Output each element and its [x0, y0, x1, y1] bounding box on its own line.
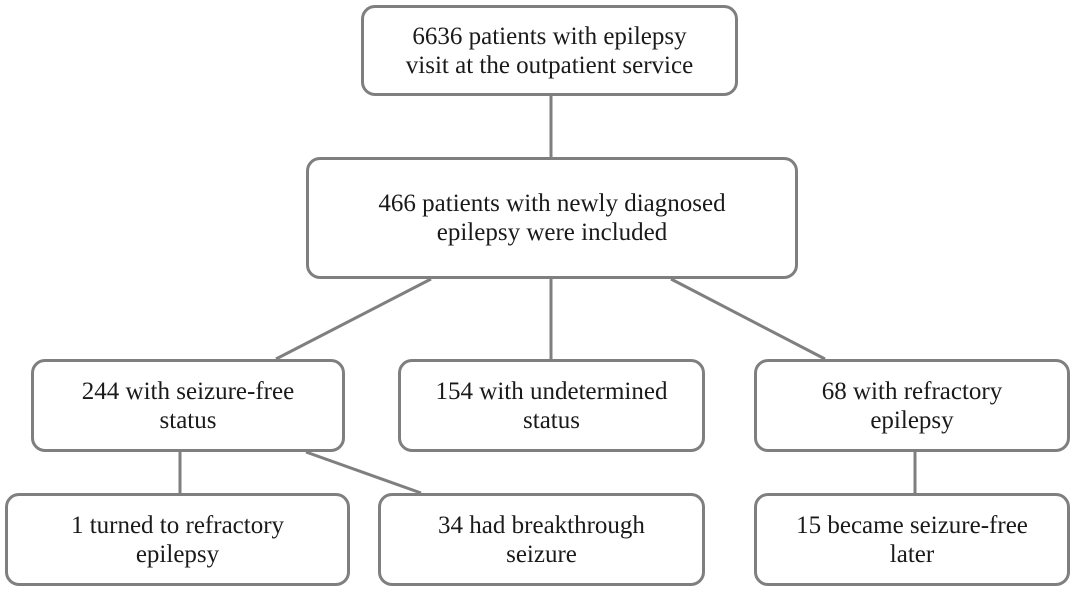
- node-included-patients-line-1: 466 patients with newly diagnosed: [378, 190, 726, 217]
- node-undetermined: 154 with undetermined status: [398, 359, 705, 452]
- node-breakthrough-seizure-line-1: 34 had breakthrough: [438, 511, 645, 539]
- node-turned-refractory: 1 turned to refractory epilepsy: [5, 493, 350, 586]
- connector-included-to-seizure-free: [275, 277, 432, 361]
- node-total-patients: 6636 patients with epilepsy visit at the…: [361, 5, 738, 96]
- node-seizure-free-line-1: 244 with seizure-free: [81, 377, 295, 405]
- node-undetermined-line-2: status: [523, 406, 580, 434]
- node-total-patients-line-2: visit at the outpatient service: [405, 51, 694, 79]
- node-breakthrough-seizure: 34 had breakthrough seizure: [378, 493, 705, 586]
- node-breakthrough-seizure-line-2: seizure: [506, 540, 577, 568]
- node-included-patients: 466 patients with newly diagnosed epilep…: [306, 157, 798, 279]
- node-seizure-free: 244 with seizure-free status: [31, 359, 345, 452]
- connector-seizure-free-to-breakthrough: [305, 450, 422, 495]
- node-became-seizure-free: 15 became seizure-free later: [754, 493, 1070, 586]
- node-refractory-line-1: 68 with refractory: [821, 377, 1003, 405]
- node-undetermined-line-1: 154 with undetermined: [435, 377, 668, 405]
- node-refractory-line-2: epilepsy: [870, 406, 954, 434]
- node-refractory: 68 with refractory epilepsy: [754, 359, 1070, 452]
- node-turned-refractory-line-1: 1 turned to refractory: [70, 511, 285, 539]
- node-turned-refractory-line-2: epilepsy: [135, 540, 220, 568]
- node-became-seizure-free-line-2: later: [889, 540, 935, 568]
- node-included-patients-line-2: epilepsy were included: [436, 219, 668, 246]
- node-seizure-free-line-2: status: [159, 406, 217, 434]
- connector-included-to-refractory: [670, 277, 826, 361]
- node-total-patients-line-1: 6636 patients with epilepsy: [412, 22, 687, 50]
- node-became-seizure-free-line-1: 15 became seizure-free: [796, 511, 1028, 539]
